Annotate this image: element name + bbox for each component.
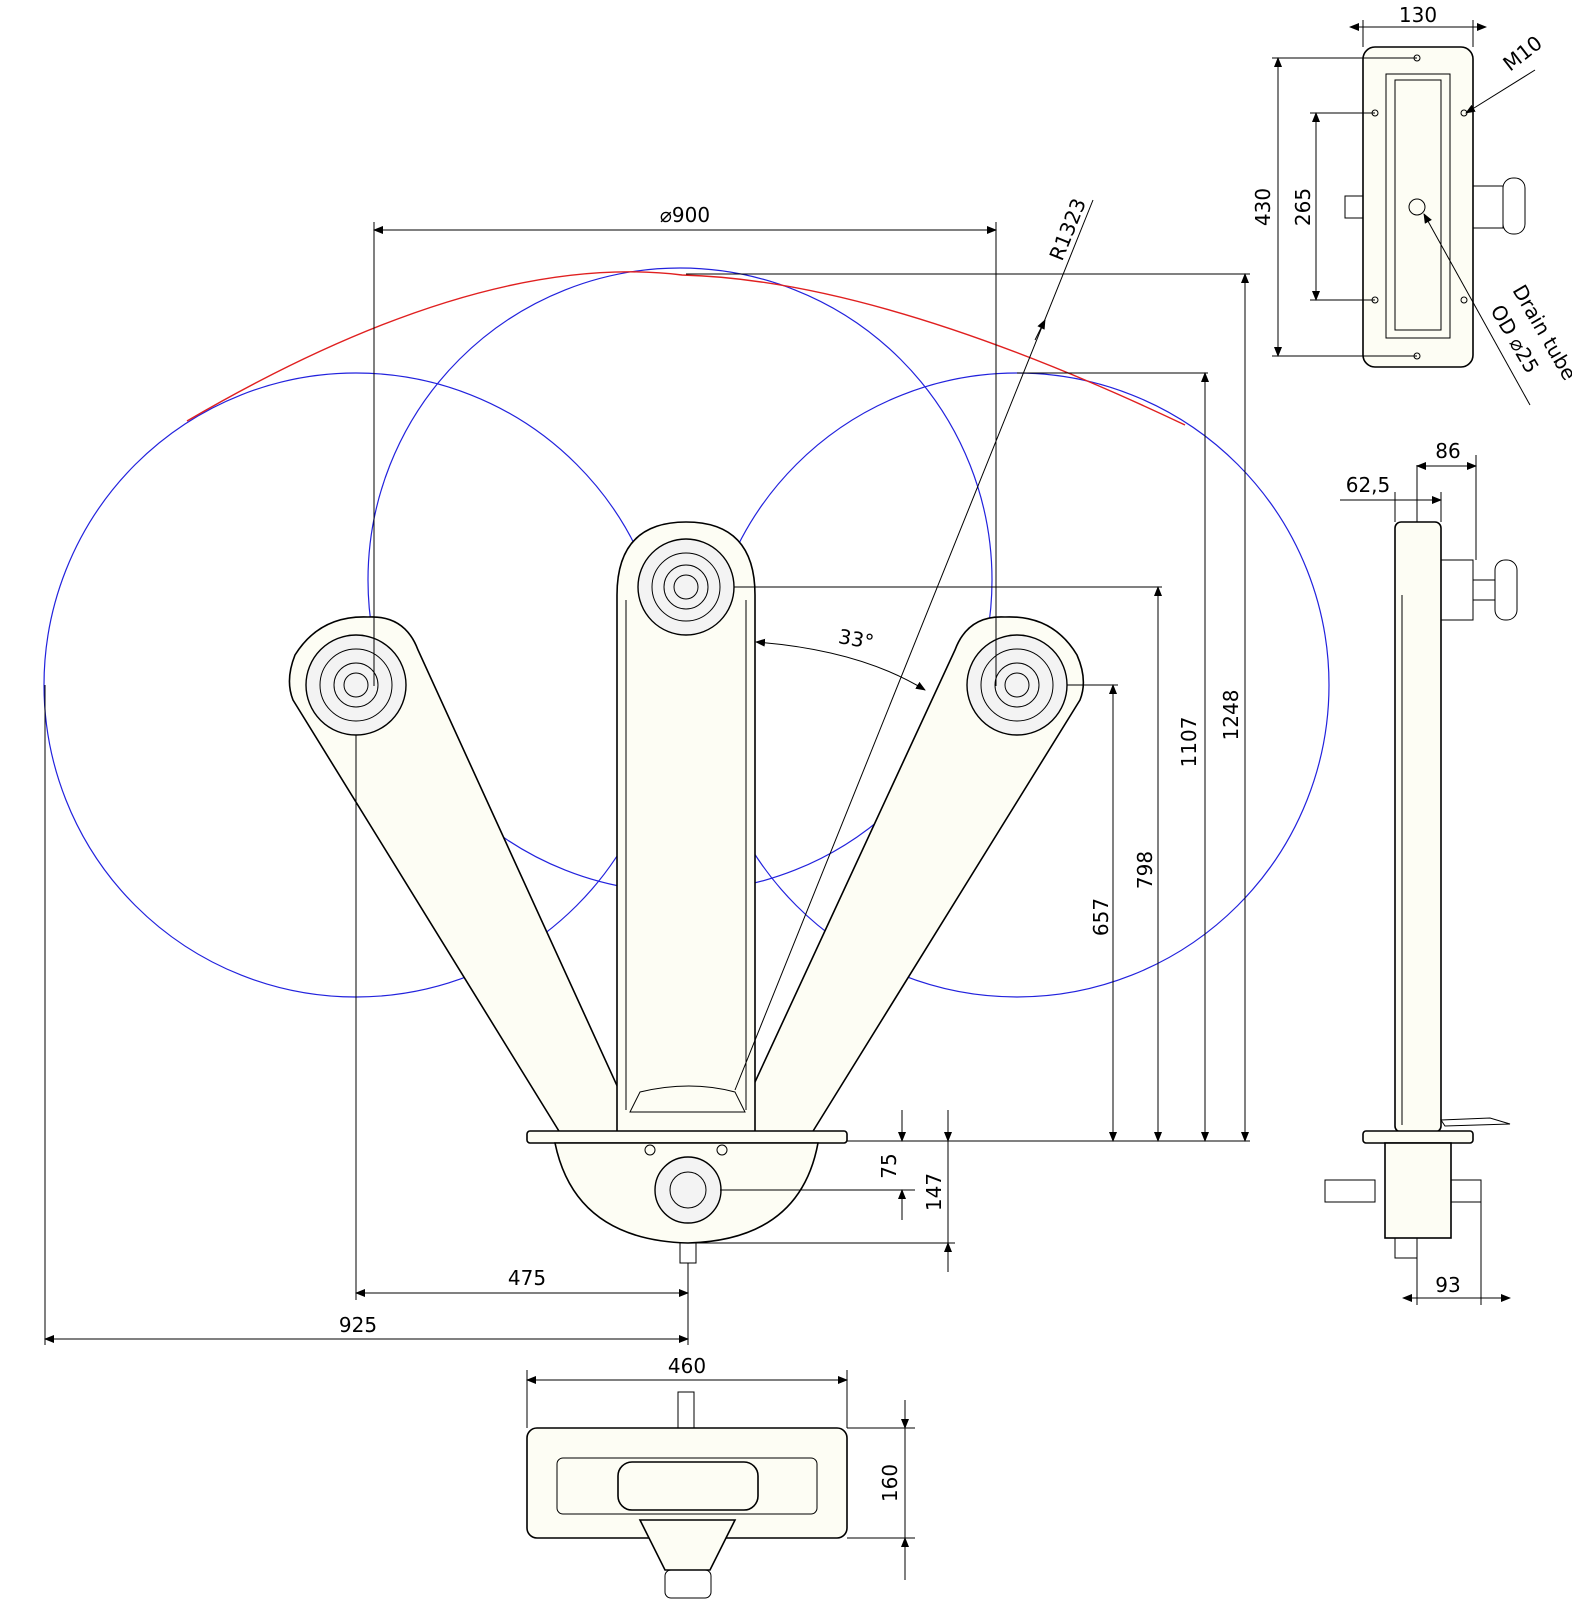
dim-1107: 1107 [1177,717,1201,768]
right-swivel-hub [966,634,1068,736]
dim-side-93: 93 [1435,1273,1460,1297]
dim-657: 657 [1089,898,1113,936]
dim-hole-spacing-265: 265 [1291,188,1315,226]
top-right-view: 130 430 265 M10 Drain tube OD ⌀25 [1251,3,1572,406]
side-view: 86 62,5 93 [1324,439,1518,1305]
dim-plate-height-430: 430 [1251,188,1275,226]
label-m10: M10 [1498,31,1546,76]
side-plate [1362,1130,1474,1144]
center-arm [616,521,756,1137]
side-housing [1384,1142,1452,1239]
base [526,1130,848,1264]
mounting-plate [526,1130,848,1144]
left-swivel-hub [305,634,407,736]
left-arm [288,616,642,1137]
dim-angle-33: 33° [837,624,876,654]
dim-798: 798 [1133,851,1157,889]
dim-75: 75 [877,1153,901,1178]
dim-side-86: 86 [1435,439,1460,463]
dim-147: 147 [922,1173,946,1211]
dim-475: 475 [508,1266,546,1290]
dim-1248: 1248 [1219,690,1243,741]
dim-bottom-height-160: 160 [878,1464,902,1502]
bottom-drum [617,1461,759,1511]
dim-bottom-width-460: 460 [668,1354,706,1378]
dim-side-62-5: 62,5 [1346,473,1391,497]
drain-tube-hole [1408,198,1426,216]
dim-925: 925 [339,1313,377,1337]
right-arm [728,616,1085,1137]
dim-plate-width-130: 130 [1399,3,1437,27]
envelope-arc [186,271,1186,426]
sprocket-hub [654,1156,722,1224]
front-dimensions: ⌀900 R1323 33° 1248 1107 798 [44,195,1250,1345]
dim-radius-r1323: R1323 [1044,195,1091,264]
front-view: ⌀900 R1323 33° 1248 1107 798 [43,195,1330,1345]
wall-plate [1362,46,1474,368]
bottom-view: 460 160 [526,1354,915,1599]
dim-diameter-900: ⌀900 [660,203,710,227]
